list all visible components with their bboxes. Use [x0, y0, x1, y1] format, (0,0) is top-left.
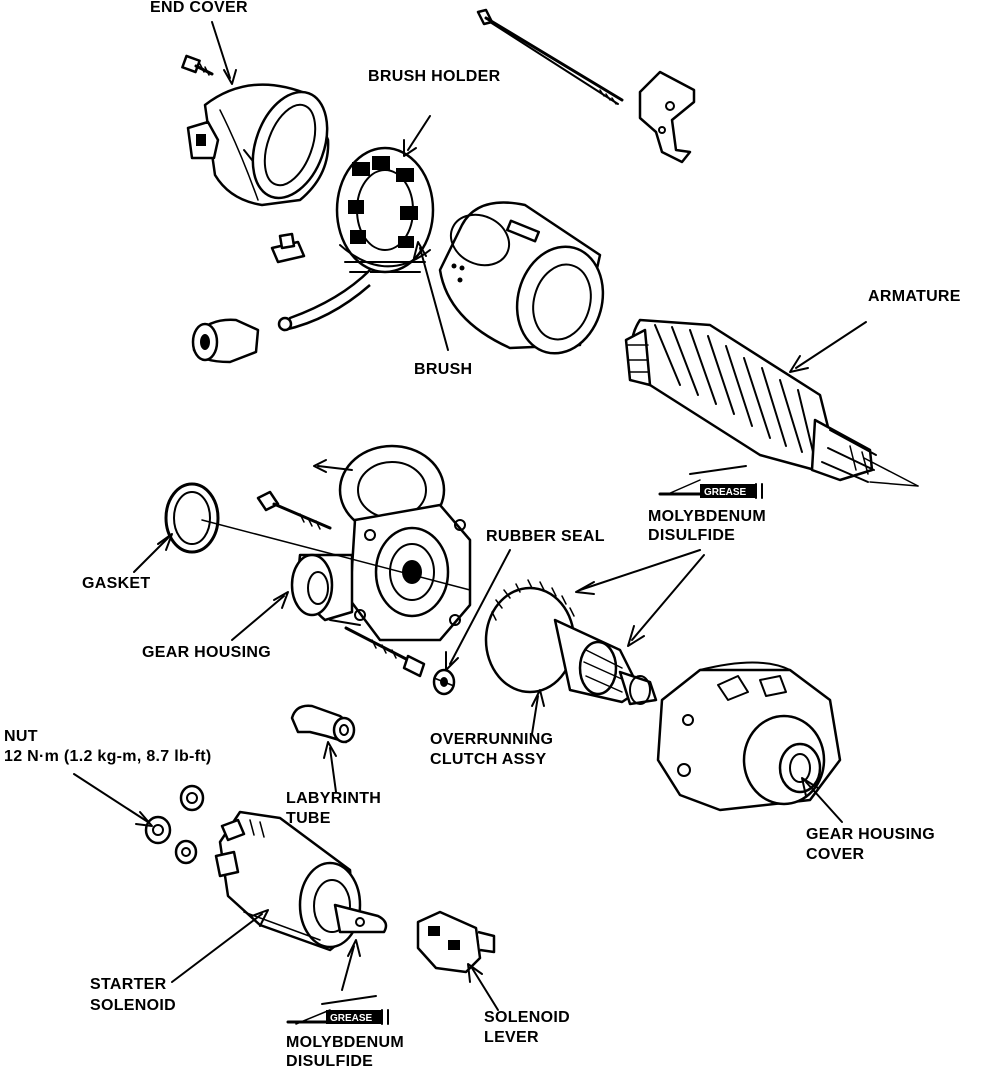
grease-tag-bottom: GREASE — [286, 995, 389, 1025]
label-nut-1: NUT — [4, 728, 38, 745]
label-nut-2: 12 N·m (1.2 kg-m, 8.7 lb-ft) — [4, 748, 212, 765]
label-starter-solenoid-1: STARTER — [90, 976, 167, 993]
leader-lines — [73, 21, 919, 1011]
label-gear-housing-cover-2: COVER — [806, 846, 865, 863]
grease-tag-top: GREASE — [658, 465, 763, 499]
label-molybdenum-top-1: MOLYBDENUM — [648, 508, 766, 525]
label-starter-solenoid-2: SOLENOID — [90, 997, 176, 1014]
brush-holder-part — [277, 146, 435, 332]
label-labyrinth-2: TUBE — [286, 810, 331, 827]
label-gasket: GASKET — [82, 575, 151, 592]
grease-tag-bottom-text: GREASE — [330, 1013, 373, 1024]
label-gear-housing: GEAR HOUSING — [142, 644, 271, 661]
label-labyrinth-1: LABYRINTH — [286, 790, 382, 807]
label-end-cover: END COVER — [150, 0, 248, 16]
end-cover-screw — [181, 54, 214, 76]
brush-clip — [270, 232, 306, 264]
labyrinth-tube-part — [290, 704, 356, 744]
solenoid-lever-part — [416, 910, 496, 974]
grease-tag-top-text: GREASE — [704, 487, 747, 498]
label-molybdenum-bottom-1: MOLYBDENUM — [286, 1034, 404, 1051]
gear-housing-bolt-upper — [256, 490, 332, 530]
through-bolt — [476, 8, 624, 105]
gear-housing-part — [290, 444, 472, 642]
label-brush: BRUSH — [414, 361, 473, 378]
label-molybdenum-top-2: DISULFIDE — [648, 527, 736, 544]
gear-housing-cover-part — [656, 661, 842, 812]
brush-cap — [191, 318, 260, 364]
mounting-bracket — [638, 70, 696, 164]
gear-housing-bolt-lower — [344, 626, 426, 678]
label-gear-housing-cover-1: GEAR HOUSING — [806, 826, 935, 843]
label-molybdenum-bottom-2: DISULFIDE — [286, 1053, 374, 1070]
label-rubber-seal: RUBBER SEAL — [486, 528, 605, 545]
armature-part — [624, 318, 877, 483]
label-brush-holder: BRUSH HOLDER — [368, 68, 501, 85]
label-overrunning-2: CLUTCH ASSY — [430, 751, 547, 768]
nut-parts — [144, 784, 205, 865]
label-overrunning-1: OVERRUNNING — [430, 731, 554, 748]
label-solenoid-lever-2: LEVER — [484, 1029, 539, 1046]
gasket-part — [164, 482, 220, 554]
yoke-part — [438, 201, 605, 355]
overrunning-clutch-part — [484, 579, 658, 706]
rubber-seal-part — [432, 668, 456, 696]
label-armature: ARMATURE — [868, 288, 961, 305]
end-cover-part — [186, 83, 330, 207]
label-solenoid-lever-1: SOLENOID — [484, 1009, 570, 1026]
